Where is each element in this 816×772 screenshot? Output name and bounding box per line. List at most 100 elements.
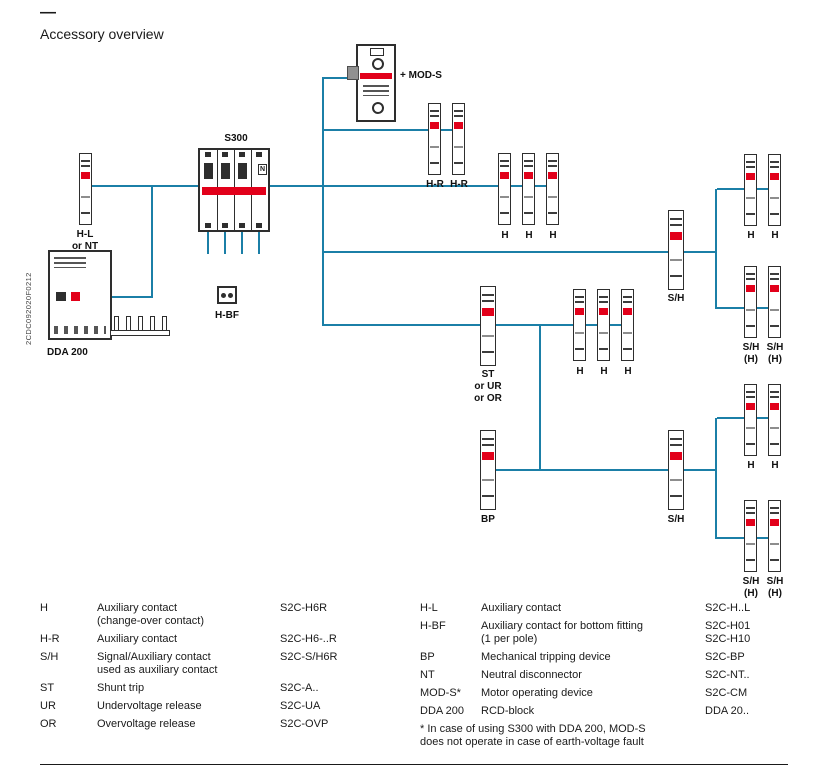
wire-sh-bottom-right — [684, 469, 716, 471]
page-title: Accessory overview — [40, 26, 164, 42]
wire-cluster-top-vertical — [715, 189, 717, 309]
comb-fin — [162, 316, 167, 331]
legend-abbr: H-L — [420, 602, 438, 614]
label-h-mid-2: H — [600, 366, 608, 377]
legend-part: S2C-A.. — [280, 682, 319, 694]
bottom-terminal — [256, 223, 262, 228]
top-terminal — [256, 152, 262, 157]
mod-s-detail-lines — [363, 85, 389, 96]
label-s-h-h-tr-1: S/H (H) — [742, 342, 760, 365]
mod-s-knob-top — [372, 58, 384, 70]
module-h-l — [79, 153, 92, 225]
wire-to-mod-s — [324, 77, 356, 79]
legend-desc: Undervoltage release — [97, 700, 202, 712]
legend-desc: Neutral disconnector — [481, 669, 582, 681]
legend-abbr: H-BF — [420, 620, 446, 632]
legend-footnote: * In case of using S300 with DDA 200, MO… — [420, 723, 646, 748]
label-h-r-2: H-R — [450, 179, 468, 190]
legend-desc: Shunt trip — [97, 682, 145, 694]
module-s-h-bottom — [668, 430, 684, 510]
legend-part: S2C-H6R — [280, 602, 328, 614]
legend-desc: RCD-block — [481, 705, 535, 717]
label-bp: BP — [481, 514, 495, 525]
legend-part: S2C-CM — [705, 687, 748, 699]
legend-abbr: H — [40, 602, 48, 614]
legend-abbr: S/H — [40, 651, 59, 663]
mod-s-red-band — [360, 73, 392, 79]
module-h-br-1 — [744, 384, 757, 456]
legend-abbr: NT — [420, 669, 435, 681]
module-s-h-h-tr-1 — [744, 266, 757, 338]
dda-test-button — [56, 292, 66, 301]
wire-to-sh-top — [324, 251, 670, 253]
label-h-tr-2: H — [771, 230, 779, 241]
legend-abbr: BP — [420, 651, 435, 663]
wire-bp-row — [481, 469, 684, 471]
module-s-h-h-tr-2 — [768, 266, 781, 338]
module-h-top-1 — [498, 153, 511, 225]
legend-desc: Auxiliary contact (change-over contact) — [97, 602, 204, 627]
legend-abbr: H-R — [40, 633, 60, 645]
wire-to-st-group — [324, 324, 634, 326]
wire-to-h-r — [324, 129, 465, 131]
label-h-l: H-L or NT — [71, 229, 99, 252]
wire-s300-tick-4 — [258, 232, 260, 254]
legend-part: S2C-OVP — [280, 718, 329, 730]
module-s-h-top — [668, 210, 684, 290]
label-h-top-2: H — [525, 230, 533, 241]
label-h-mid-3: H — [624, 366, 632, 377]
module-h-mid-2 — [597, 289, 610, 361]
bottom-rule — [40, 764, 788, 765]
wire-cluster-bottom-vertical — [715, 418, 717, 539]
mod-s-knob-bottom — [372, 102, 384, 114]
dda-bottom-terminals — [54, 326, 106, 334]
bottom-terminal — [222, 223, 228, 228]
s300-red-band — [202, 187, 266, 195]
wire-sh-top-right — [684, 251, 716, 253]
label-s-h-bottom: S/H — [667, 514, 685, 525]
legend-part: DDA 20.. — [705, 705, 750, 717]
label-h-tr-1: H — [747, 230, 755, 241]
wire-trunk — [322, 77, 324, 326]
module-h-r-2 — [452, 103, 465, 175]
label-s-h-h-br-1: S/H (H) — [742, 576, 760, 599]
legend-desc: Auxiliary contact — [97, 633, 178, 645]
module-bp — [480, 430, 496, 510]
module-s-h-h-br-1 — [744, 500, 757, 572]
wire-dda-horizontal — [112, 296, 153, 298]
legend-abbr: OR — [40, 718, 57, 730]
legend-abbr: DDA 200 — [420, 705, 465, 717]
label-s-h-top: S/H — [667, 293, 685, 304]
device-mod-s — [356, 44, 396, 122]
top-terminal — [239, 152, 245, 157]
module-st-ur-or — [480, 286, 496, 366]
legend-part: S2C-H6-..R — [280, 633, 337, 645]
wire-feed-bottom — [539, 325, 541, 471]
comb-fin — [138, 316, 143, 331]
comb-fin — [126, 316, 131, 331]
module-h-bf — [217, 286, 237, 304]
wire-dda-vertical — [151, 187, 153, 298]
legend-abbr: ST — [40, 682, 55, 694]
label-h-mid-1: H — [576, 366, 584, 377]
module-h-r-1 — [428, 103, 441, 175]
module-h-mid-1 — [573, 289, 586, 361]
label-h-br-2: H — [771, 460, 779, 471]
label-h-top-1: H — [501, 230, 509, 241]
legend-desc: Overvoltage release — [97, 718, 196, 730]
document-code-vertical: 2CDC092020F0212 — [24, 272, 33, 345]
mod-s-top-tab — [370, 48, 384, 56]
label-mod-s: + MOD-S — [400, 70, 442, 81]
label-st-ur-or: ST or UR or OR — [474, 369, 502, 404]
legend-desc: Mechanical tripping device — [481, 651, 611, 663]
rcd-dda-200 — [48, 250, 112, 340]
label-h-br-1: H — [747, 460, 755, 471]
mod-s-coupling — [347, 66, 359, 80]
legend-desc: Auxiliary contact — [481, 602, 562, 614]
toggle-handle — [221, 163, 230, 179]
comb-fin — [114, 316, 119, 331]
dda-top-terminals — [54, 257, 86, 268]
module-h-tr-1 — [744, 154, 757, 226]
wire-s300-tick-3 — [241, 232, 243, 254]
